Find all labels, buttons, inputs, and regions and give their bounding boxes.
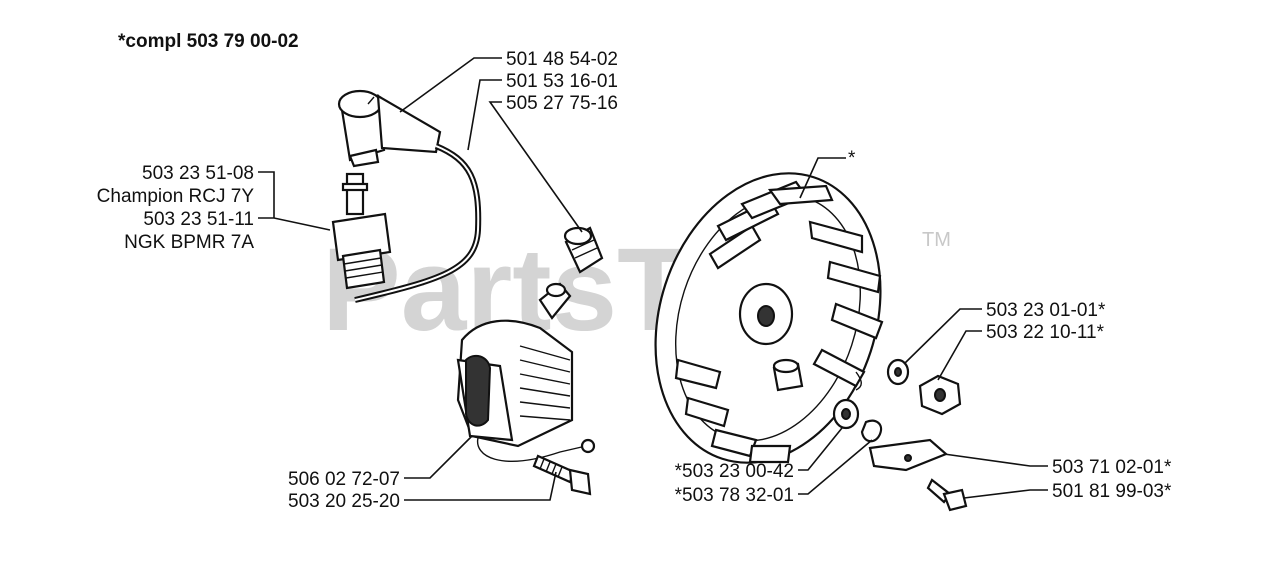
- label-module: 506 02 72-07: [288, 469, 400, 490]
- spark-plug-drawing: [331, 172, 392, 290]
- assembly-title: *compl 503 79 00-02: [118, 31, 299, 52]
- nut-drawing: [918, 374, 962, 416]
- label-cable-boot: 501 53 16-01: [506, 71, 618, 92]
- label-ignition-cable: 501 48 54-02: [506, 49, 618, 70]
- watermark-trademark: TM: [922, 229, 951, 251]
- ignition-module-drawing: [456, 282, 596, 462]
- terminal-nut-drawing: [563, 226, 604, 274]
- pawl-screw-drawing: [926, 478, 968, 512]
- spark-plug-cap-drawing: [337, 89, 442, 168]
- label-terminal-nut: 505 27 75-16: [506, 93, 618, 114]
- label-spring: *503 78 32-01: [675, 485, 794, 506]
- flywheel-drawing: [654, 172, 884, 464]
- label-flywheel: *: [848, 148, 856, 169]
- label-washer: 503 23 01-01*: [986, 300, 1106, 321]
- label-module-screw: 503 20 25-20: [288, 491, 400, 512]
- spring-drawing: [860, 419, 883, 443]
- label-pawl-screw: 501 81 99-03*: [1052, 481, 1172, 502]
- label-plug-1-name: Champion RCJ 7Y: [97, 186, 255, 207]
- label-plug-2-number: 503 23 51-11: [143, 209, 254, 230]
- label-plug-2-name: NGK BPMR 7A: [124, 232, 254, 253]
- module-screw-drawing: [532, 454, 592, 496]
- label-pawl: 503 71 02-01*: [1052, 457, 1172, 478]
- label-flywheel-washer: *503 23 00-42: [675, 461, 794, 482]
- label-nut: 503 22 10-11*: [986, 322, 1105, 343]
- label-plug-1-number: 503 23 51-08: [142, 163, 254, 184]
